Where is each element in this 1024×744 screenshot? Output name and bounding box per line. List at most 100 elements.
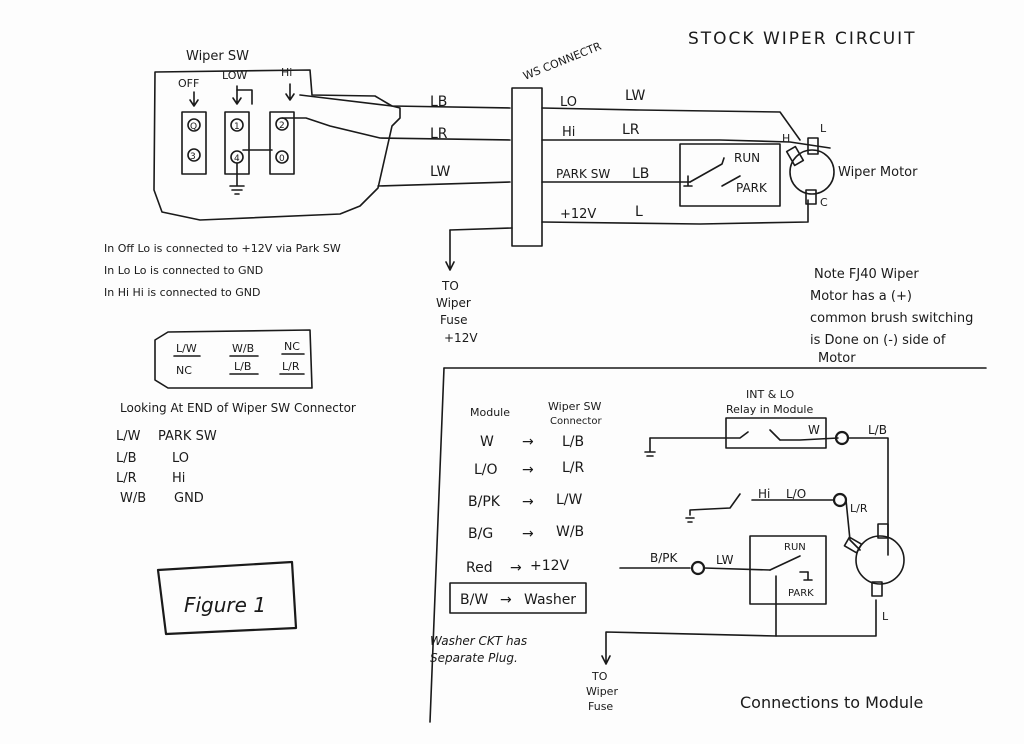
wire-hi-label: Hi — [562, 125, 575, 140]
switch-column-3 — [269, 111, 295, 175]
wiper-switch: Wiper SW OFF LOW Hi Q 1 2 3 4 0 — [153, 49, 401, 221]
wire-12v-label: +12V — [560, 207, 596, 222]
pin-fn-3: Hi — [172, 471, 185, 486]
module-motor-brush-top — [877, 523, 889, 539]
wire-lw-park — [703, 567, 771, 571]
motor-l-label: L — [820, 122, 827, 135]
hi-terminal — [832, 492, 848, 508]
row6-module: B/W — [460, 592, 488, 608]
grid-bot-2: L/B — [234, 360, 251, 373]
grid-bot-3: L/R — [282, 360, 300, 373]
row6-arrow: → — [500, 592, 512, 608]
module-motor-l: L — [882, 610, 889, 623]
mod-wire-bpk: B/PK — [650, 551, 679, 565]
connector-outline — [154, 329, 313, 389]
to-fuse-4: +12V — [444, 331, 478, 345]
note-right-3: common brush switching — [810, 311, 973, 326]
relay-ground-icon — [644, 437, 656, 457]
motor-brush-h — [785, 145, 805, 167]
note-right-2: Motor has a (+) — [810, 289, 912, 304]
grid-top-2: W/B — [232, 342, 254, 355]
terminal-q-label: Q — [190, 122, 197, 132]
module-park-run: RUN — [784, 542, 806, 553]
module-motor-brush-bottom — [871, 581, 883, 597]
sw-connector-grid: L/W W/B NC NC L/B L/R — [154, 329, 313, 389]
row6-sw: Washer — [524, 592, 576, 608]
fuse-bottom-3: Fuse — [588, 700, 613, 713]
grid-bot-1: NC — [176, 364, 192, 377]
terminal-0-label: 0 — [279, 154, 285, 164]
park-park-label: PARK — [736, 181, 768, 195]
row1-sw: L/B — [562, 434, 584, 450]
washer-row-box — [449, 582, 587, 614]
row1-arrow: → — [522, 434, 534, 450]
wire-park-return — [775, 575, 877, 637]
pin-map: L/W PARK SW L/B LO L/R Hi W/B GND — [116, 429, 217, 506]
grid-underlines — [173, 353, 305, 375]
row4-arrow: → — [522, 526, 534, 542]
relay-contacts — [649, 429, 839, 441]
terminal-0 — [275, 150, 289, 164]
fuse-bottom-2: Wiper — [586, 685, 618, 698]
terminal-3 — [187, 148, 201, 162]
module-park-contacts — [769, 555, 809, 573]
row3-arrow: → — [522, 494, 534, 510]
park-switch-box — [679, 143, 781, 207]
motor-brush-c — [805, 189, 817, 205]
pin-wire-1: L/W — [116, 429, 141, 444]
note-right-1: Note FJ40 Wiper — [814, 267, 919, 282]
to-fuse-3: Fuse — [440, 313, 468, 327]
bottom-caption: Connections to Module — [740, 693, 923, 712]
mod-wire-hi: Hi — [758, 487, 770, 501]
wiper-switch-label: Wiper SW — [186, 49, 249, 64]
row2-sw: L/R — [562, 460, 585, 476]
hi-switch — [689, 493, 835, 516]
figure-box — [156, 560, 298, 636]
wire-lr-label: LR — [430, 126, 448, 142]
row4-module: B/G — [468, 526, 493, 542]
wire-lr — [281, 117, 511, 141]
note-off: In Off Lo is connected to +12V via Park … — [104, 242, 341, 255]
wire-w-lb — [847, 437, 889, 556]
ws-connector-label: WS CONNECTR — [521, 39, 603, 82]
wire-park-sw-label: PARK SW — [556, 167, 610, 181]
ground-icon — [229, 162, 245, 195]
module-park-box — [749, 535, 827, 605]
park-ground-icon — [683, 175, 693, 187]
wire-lb — [299, 94, 511, 109]
terminal-4-label: 4 — [234, 154, 240, 164]
pin-fn-2: LO — [172, 451, 189, 466]
pin-fn-4: GND — [174, 491, 204, 506]
switch-pos-off: OFF — [178, 77, 199, 90]
mod-wire-lo: L/O — [786, 487, 806, 501]
ws-connector-body — [511, 87, 543, 247]
wire-lo-label: LO — [560, 95, 577, 110]
mod-wire-lb: L/B — [868, 423, 887, 437]
row2-module: L/O — [474, 462, 498, 478]
wire-hi-lr — [541, 139, 831, 149]
mod-wire-w: W — [808, 423, 820, 437]
motor-c-label: C — [820, 196, 828, 209]
row3-module: B/PK — [468, 494, 501, 510]
washer-note-2: Separate Plug. — [430, 651, 518, 665]
park-switch: RUN PARK — [679, 143, 781, 207]
note-hi: In Hi Hi is connected to GND — [104, 286, 261, 299]
wire-12v — [449, 199, 809, 231]
arrow-hi-icon — [285, 83, 295, 101]
bpk-terminal — [690, 560, 706, 576]
looking-at-caption: Looking At END of Wiper SW Connector — [120, 401, 356, 415]
row5-module: Red — [466, 560, 493, 576]
section-divider-vertical — [429, 367, 445, 723]
module-motor-brush-left — [843, 536, 863, 554]
motor-h-label: H — [782, 132, 790, 145]
arrow-fuse-bottom-icon — [601, 631, 777, 665]
table-header-module: Module — [470, 406, 510, 419]
wire-lb-label: LB — [430, 94, 447, 110]
row5-sw: +12V — [530, 558, 570, 574]
arrow-off-icon — [189, 91, 199, 107]
terminal-1-label: 1 — [234, 122, 240, 132]
switch-harness-outline — [153, 69, 401, 221]
wire-lw — [377, 181, 511, 187]
pin-wire-3: L/R — [116, 471, 137, 486]
